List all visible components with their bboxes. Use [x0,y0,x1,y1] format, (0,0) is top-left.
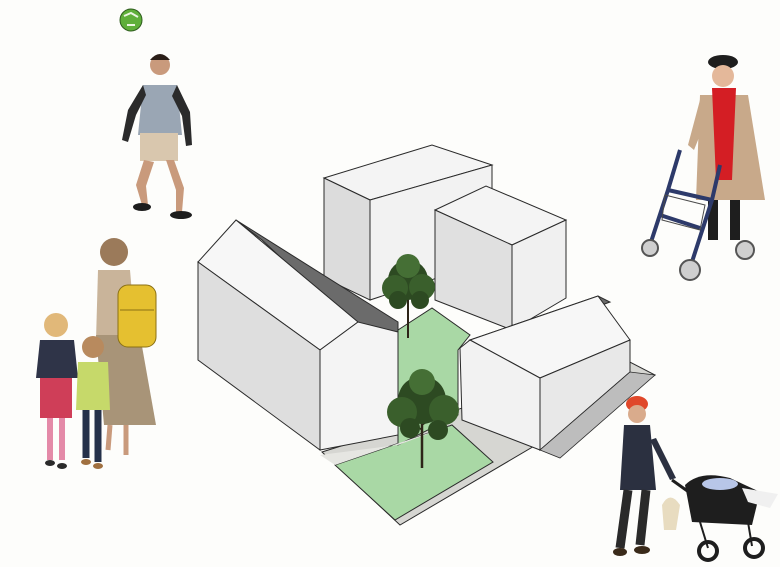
ball-icon [120,9,142,31]
stroller-icon [672,475,778,560]
man-pushing-stroller [613,396,778,560]
tower-block-right [435,186,566,330]
backpack-icon [118,285,156,347]
elderly-woman-with-walker [642,55,765,280]
mother-with-two-girls [36,238,156,469]
boy-playing-football [122,54,192,219]
